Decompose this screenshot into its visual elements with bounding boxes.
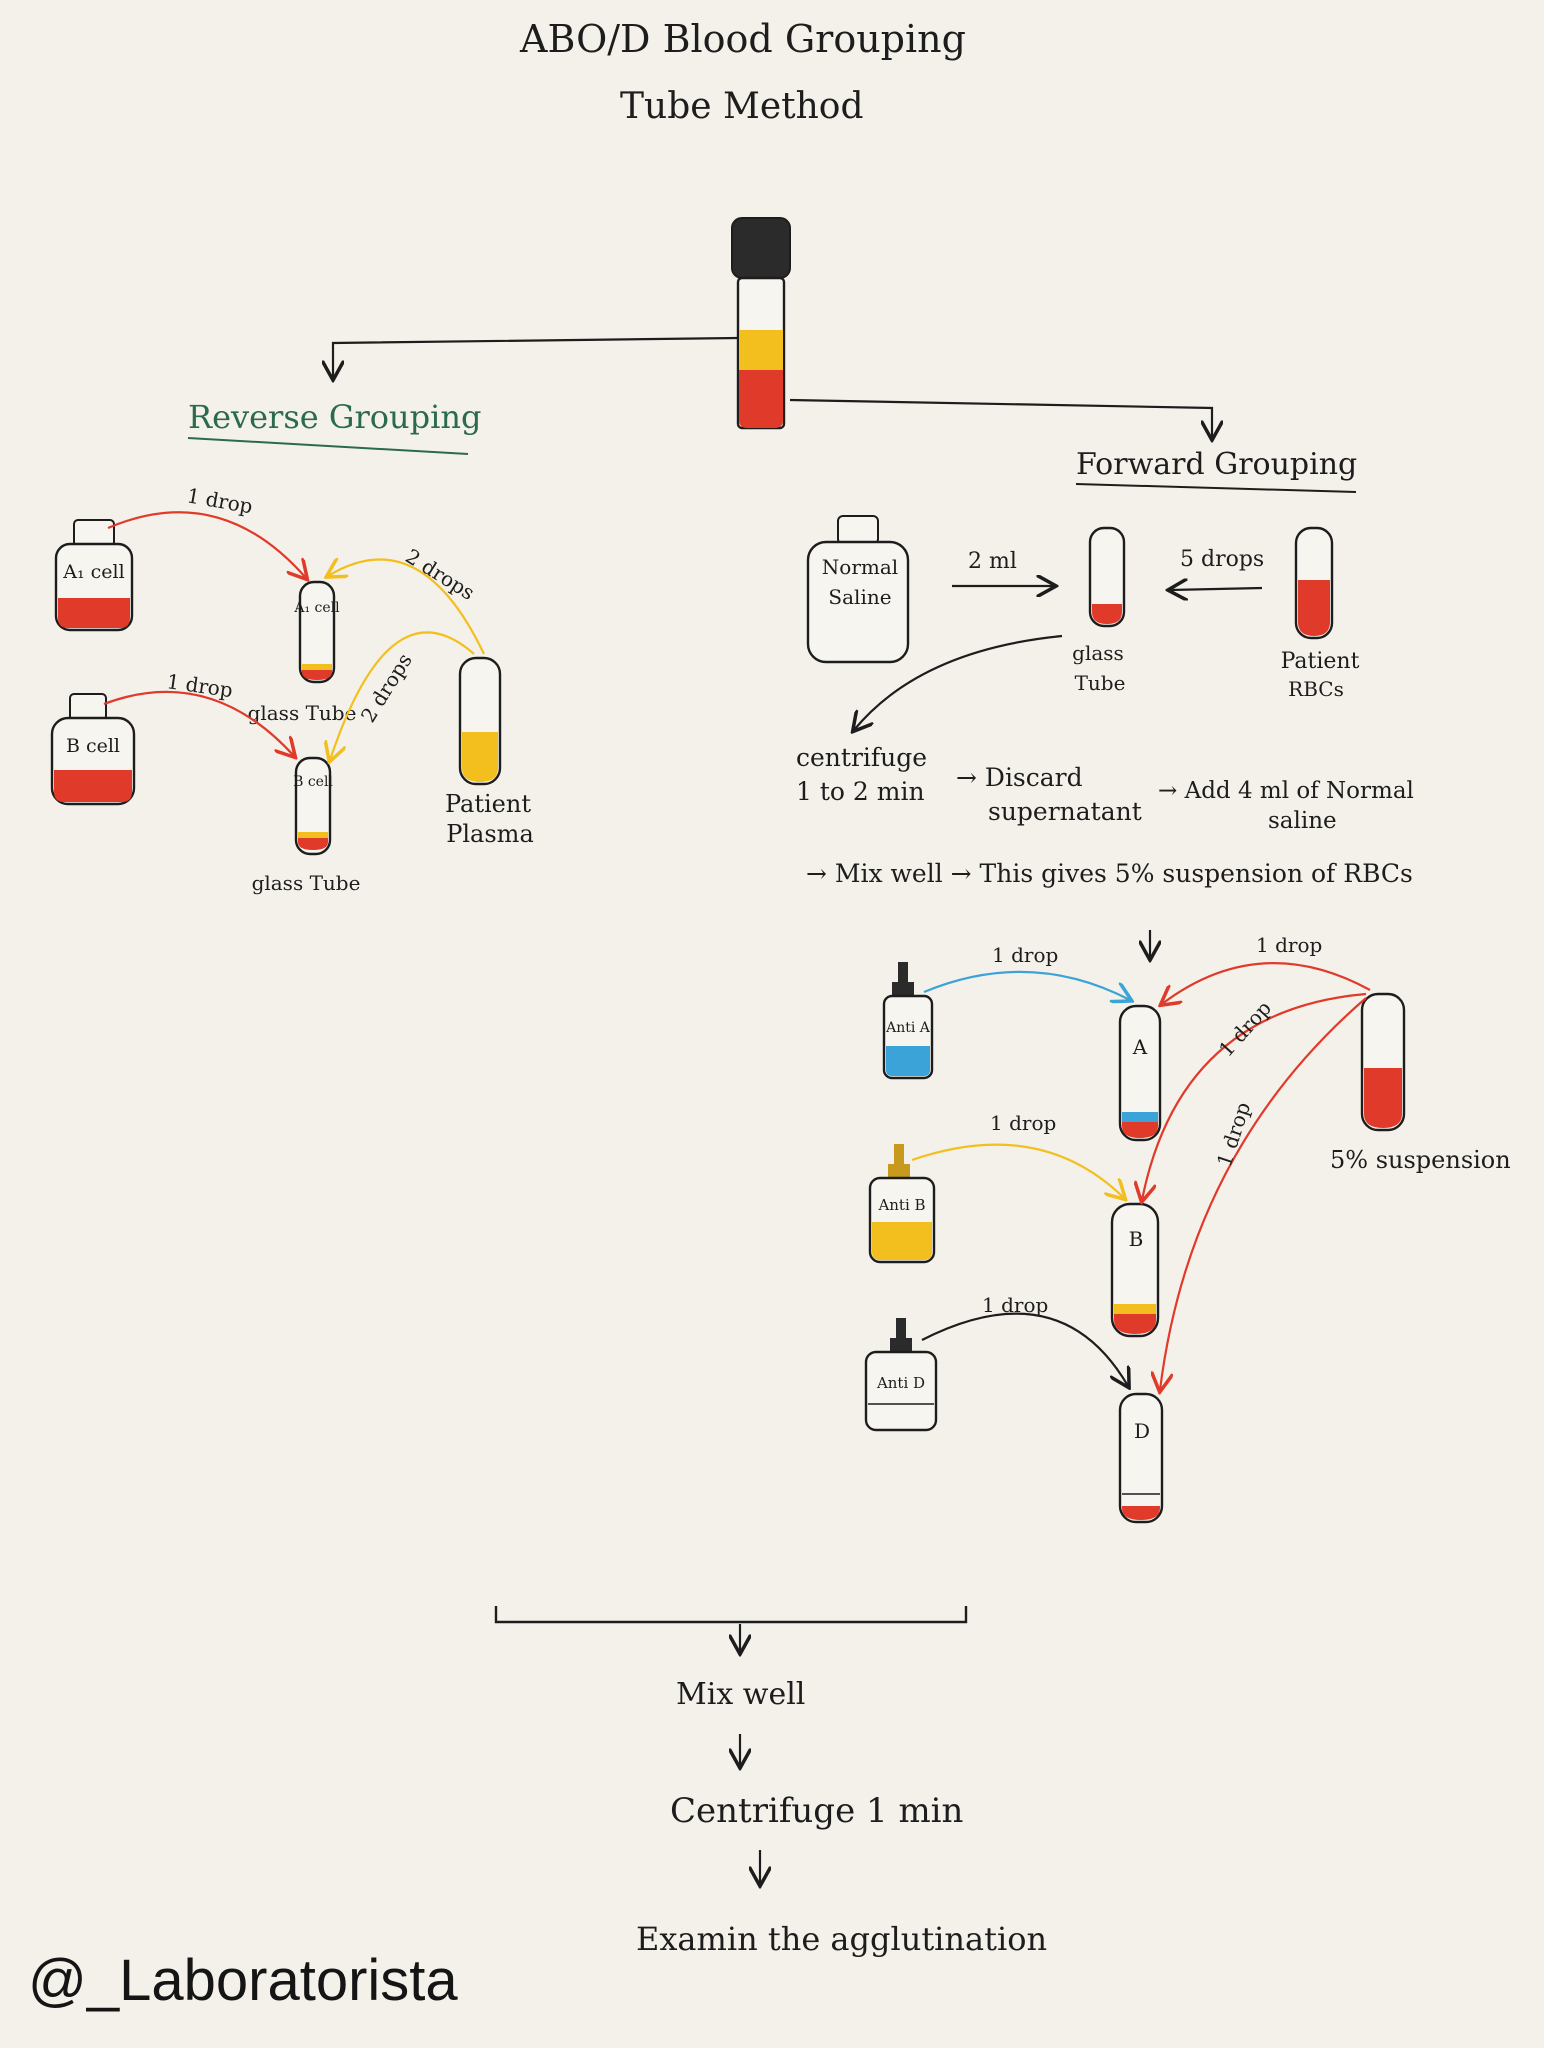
b-drop-label: 1 drop [165, 669, 234, 702]
tube-b-letter: B [1129, 1227, 1144, 1251]
forward-glass-label-1: glass [1072, 641, 1124, 665]
plasma-label-1: Patient [445, 790, 531, 818]
reverse-heading: Reverse Grouping [188, 398, 481, 436]
forward-tube-d [1118, 1392, 1164, 1524]
susp-to-b-arrow [1142, 992, 1367, 1200]
step-mix-suspension: → Mix well → This gives 5% suspension of… [806, 859, 1413, 888]
rbc-label-1: Patient [1281, 649, 1360, 674]
anti-d-drop-arrow [921, 1312, 1128, 1386]
anti-b-bottle [868, 1144, 936, 1264]
step-centrifuge-1: centrifuge [796, 743, 927, 772]
glass-tube-label-1: glass Tube [248, 701, 357, 725]
patient-rbc-tube [1294, 526, 1334, 640]
anti-d-bottle [864, 1318, 938, 1432]
anti-b-drop-arrow [911, 1143, 1124, 1198]
susp-to-d-arrow [1160, 997, 1367, 1390]
tube-a-letter: A [1132, 1035, 1148, 1059]
plasma-label-2: Plasma [446, 820, 534, 848]
forward-glass-tube [1088, 526, 1126, 628]
susp-b-drop-label: 1 drop [1214, 996, 1276, 1061]
merge-bracket [494, 1606, 968, 1624]
diagram-title: ABO/D Blood Grouping [519, 17, 966, 61]
anti-a-drop-label: 1 drop [992, 943, 1058, 967]
step-discard-2: supernatant [988, 797, 1142, 826]
patient-plasma-tube [458, 656, 502, 786]
suspension-label: 5% suspension [1330, 1146, 1511, 1174]
rbc-arrow [1170, 588, 1263, 590]
final-centrifuge: Centrifuge 1 min [670, 1791, 963, 1831]
plasma-drop-arrow-top [328, 559, 485, 655]
step-add-1: → Add 4 ml of Normal [1158, 778, 1414, 804]
anti-b-label: Anti B [877, 1196, 925, 1214]
anti-d-label: Anti D [876, 1374, 925, 1392]
final-mix-well: Mix well [676, 1677, 805, 1712]
anti-b-drop-label: 1 drop [990, 1111, 1056, 1135]
b-cell-bottle [50, 693, 136, 806]
reverse-tube-b [294, 756, 332, 856]
tube-b-label: B cell [293, 774, 333, 790]
forward-underline [1075, 483, 1357, 493]
tube-a1-label: A₁ cell [293, 600, 340, 616]
rbc-drops-label: 5 drops [1180, 547, 1264, 572]
step-add-2: saline [1268, 808, 1337, 834]
rbc-label-2: RBCs [1288, 677, 1344, 701]
anti-a-drop-arrow [923, 970, 1130, 1000]
susp-a-drop-label: 1 drop [1256, 933, 1322, 957]
reverse-tube-a1 [298, 580, 336, 684]
diagram-subtitle: Tube Method [620, 86, 864, 127]
arrow-to-reverse [333, 336, 739, 378]
a1-cell-bottle [54, 519, 134, 632]
step-centrifuge-2: 1 to 2 min [796, 777, 925, 806]
to-centrifuge-arrow [854, 634, 1063, 730]
b-drop-arrow [103, 690, 294, 756]
watermark: @_Laboratorista [28, 1948, 458, 2013]
suspension-tube [1360, 992, 1406, 1132]
normal-saline-bottle [806, 515, 910, 664]
forward-glass-label-2: Tube [1075, 671, 1126, 695]
saline-label-2: Saline [828, 585, 891, 609]
saline-volume-label: 2 ml [968, 549, 1017, 574]
step-discard-1: → Discard [956, 763, 1083, 792]
forward-tube-a [1118, 1004, 1162, 1142]
susp-to-a-arrow [1162, 962, 1371, 1004]
main-blood-tube [731, 217, 791, 430]
anti-d-drop-label: 1 drop [982, 1293, 1048, 1317]
final-examine: Examin the agglutination [636, 1920, 1047, 1958]
saline-label-1: Normal [822, 555, 898, 579]
anti-a-label: Anti A [885, 1020, 931, 1036]
forward-tube-b [1110, 1202, 1160, 1338]
forward-heading: Forward Grouping [1076, 447, 1357, 482]
anti-a-bottle [882, 962, 934, 1080]
plasma-drop-label-bottom: 2 drops [356, 649, 417, 727]
b-bottle-label: B cell [66, 735, 120, 757]
plasma-drop-label-top: 2 drops [401, 544, 479, 605]
reverse-underline [187, 437, 469, 455]
arrow-to-forward [789, 398, 1212, 438]
a1-drop-arrow [107, 511, 306, 578]
plasma-drop-arrow-bottom [330, 631, 475, 760]
tube-d-letter: D [1134, 1419, 1150, 1443]
glass-tube-label-2: glass Tube [252, 871, 361, 895]
a1-bottle-label: A₁ cell [62, 561, 124, 583]
